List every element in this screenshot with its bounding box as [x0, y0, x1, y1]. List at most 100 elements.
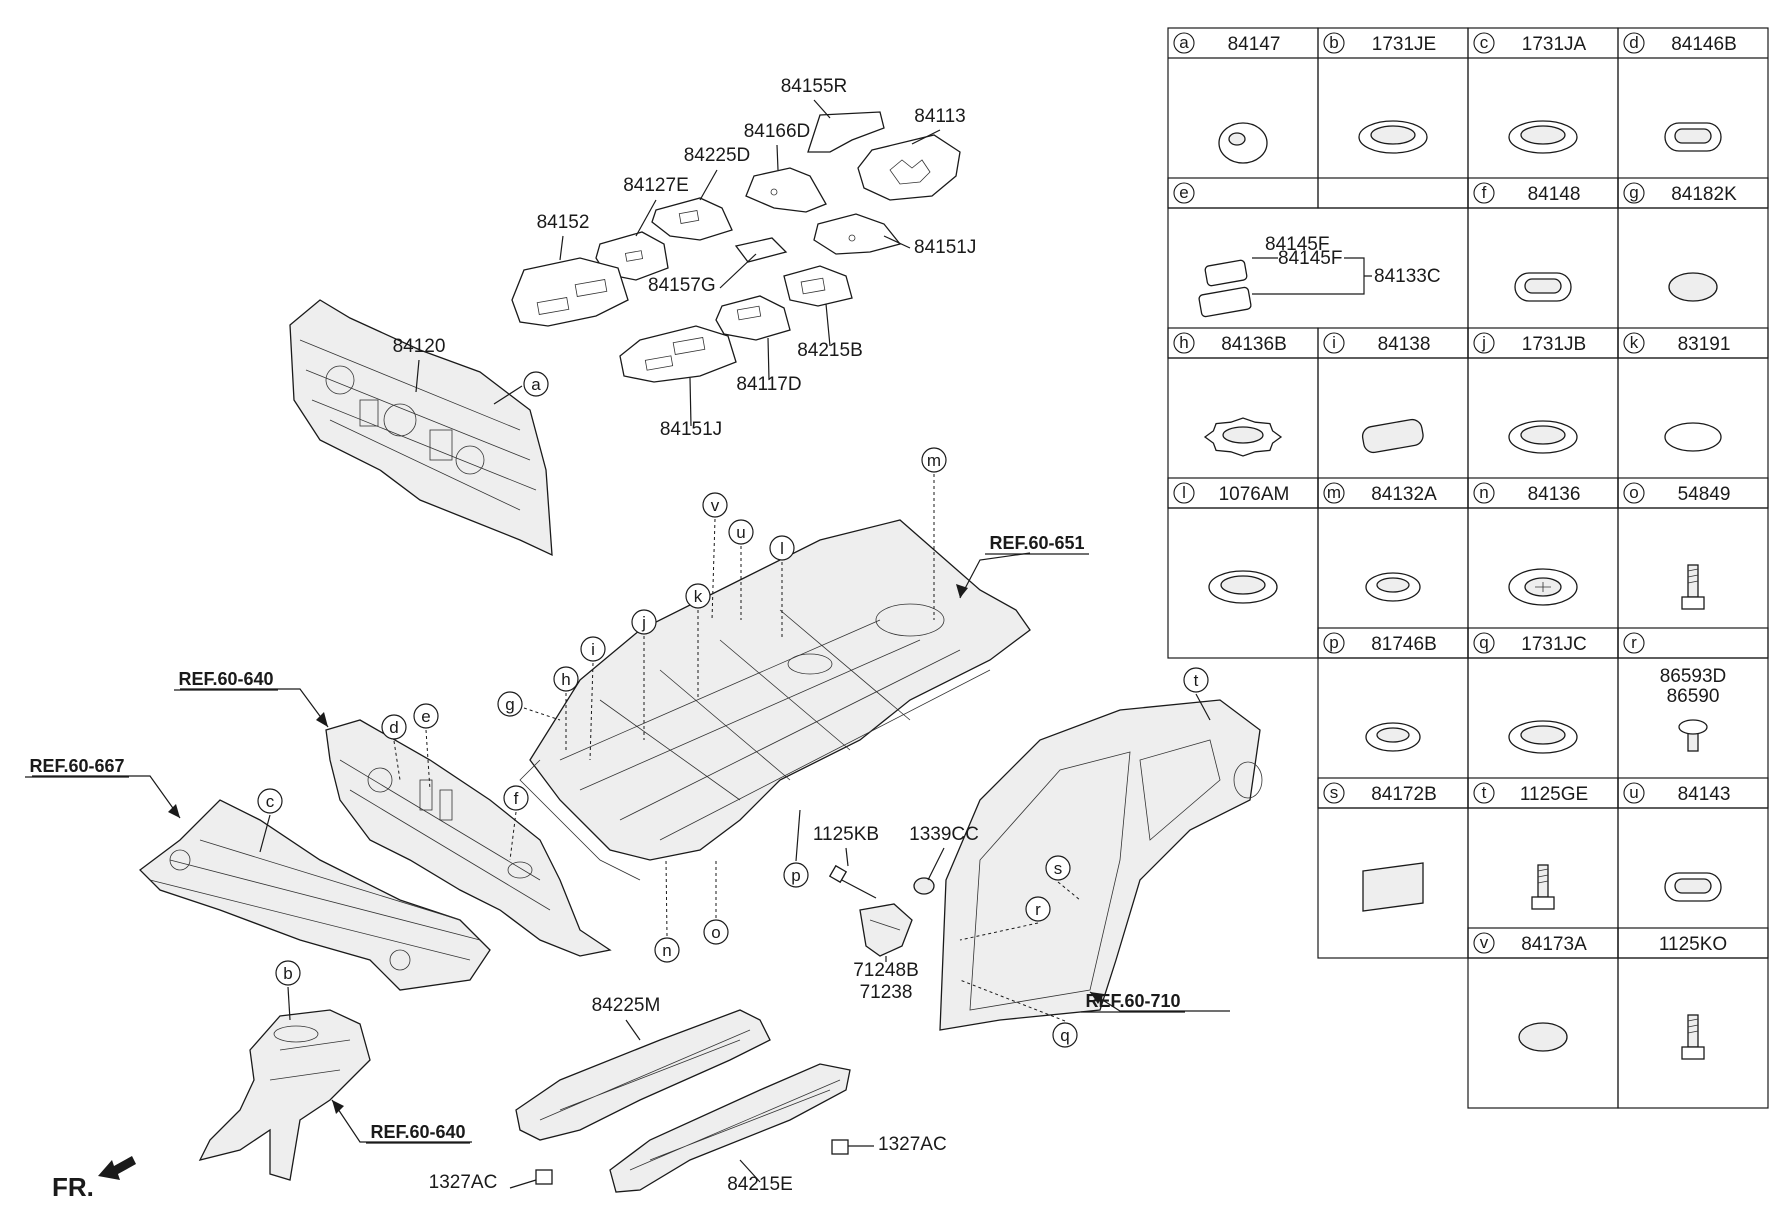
cell-callout-circle	[1473, 32, 1495, 54]
part-label-84166d: 84166D	[744, 121, 811, 142]
callout-letter: s	[1054, 859, 1063, 878]
cell-callout-letter: o	[1629, 483, 1638, 502]
pad-leaders	[559, 99, 941, 427]
callout-letter: e	[421, 707, 430, 726]
callout-circle	[1045, 855, 1071, 881]
cell-part-number: 1731JB	[1522, 334, 1586, 355]
cell-part-number: 84172B	[1371, 784, 1437, 805]
table-cell-r: r	[1617, 627, 1769, 809]
bolt-thread	[1687, 568, 1699, 584]
cell-part-number: 1731JE	[1372, 34, 1436, 55]
callout-circle	[413, 703, 439, 729]
callout-circle	[685, 583, 711, 609]
callout-circle	[654, 937, 680, 963]
callout-circle	[497, 691, 523, 717]
part-label-86590: 86590	[1667, 686, 1720, 707]
callout-letter: l	[780, 539, 784, 558]
callout-c: c	[257, 788, 283, 814]
cell-part-number: 84143	[1678, 784, 1731, 805]
cell-part-number: 1731JC	[1521, 634, 1587, 655]
cell-callout-circle	[1473, 482, 1495, 504]
callout-p: p	[783, 862, 809, 888]
part-labels: 84155R8411384166D84225D84127E8415284151J…	[393, 76, 1330, 1195]
callout-letter: i	[591, 640, 595, 659]
callout-letter: f	[514, 789, 519, 808]
callout-letter: c	[266, 792, 275, 811]
sheet-icon	[1362, 862, 1424, 912]
cell-callout-letter: t	[1482, 783, 1487, 802]
cell-border	[1467, 27, 1619, 209]
callout-letter: g	[505, 695, 514, 714]
cell-border	[1617, 27, 1769, 209]
part-label-71248b: 71248B	[853, 960, 919, 981]
reference-label: REF.60-667	[29, 756, 124, 776]
plug-ring-icon	[1664, 422, 1722, 452]
cell-callout-circle	[1623, 782, 1645, 804]
cell-callout-circle	[1173, 482, 1195, 504]
cell-border	[1617, 327, 1769, 509]
callout-circle	[702, 492, 728, 518]
cell-callout-circle	[1323, 782, 1345, 804]
grommet-inner	[1674, 128, 1712, 144]
part-label-71238: 71238	[860, 982, 913, 1003]
cell-callout-circle	[1623, 332, 1645, 354]
cell-callout-circle	[1173, 32, 1195, 54]
part-label-84155r: 84155R	[781, 76, 848, 97]
cell-part-number: 84148	[1528, 184, 1581, 205]
cell-border	[1617, 177, 1769, 359]
cell-part-number: 84147	[1228, 34, 1281, 55]
cell-callout-circle	[1473, 932, 1495, 954]
bolt-thread	[1687, 1018, 1699, 1034]
underbody-covers	[509, 1009, 874, 1193]
cell-part-number: 84136B	[1221, 334, 1287, 355]
plug-disc-icon	[1518, 1022, 1568, 1052]
callout-letter: k	[694, 587, 703, 606]
callout-q: q	[1052, 1022, 1078, 1048]
grommet-inner	[1376, 727, 1410, 743]
reference-label: REF.60-710	[1085, 991, 1180, 1011]
cell-border	[1317, 477, 1469, 659]
cell-callout-letter: c	[1480, 33, 1489, 52]
bolt-head	[1531, 896, 1555, 910]
callout-g: g	[497, 691, 523, 717]
cell-callout-letter: e	[1179, 183, 1188, 202]
part-label-1327ac_l: 1327AC	[429, 1172, 498, 1193]
cell-border	[1617, 927, 1769, 1109]
cell-border	[1317, 27, 1469, 209]
grommet-inner	[1520, 725, 1566, 745]
cell-callout-letter: d	[1629, 33, 1638, 52]
plug-disc-icon	[1668, 272, 1718, 302]
pad-icon	[1198, 286, 1252, 318]
cell-callout-circle	[1473, 632, 1495, 654]
table-cell-extra: 1125KO	[1617, 927, 1769, 1109]
cell-border	[1617, 627, 1769, 809]
part-label-84133c: 84133C	[1374, 266, 1441, 287]
callout-circle	[921, 447, 947, 473]
cell-border	[1617, 777, 1769, 959]
callout-r: r	[1025, 896, 1051, 922]
grommet-inner	[1674, 878, 1712, 894]
grommet-inner	[1524, 278, 1562, 294]
front-direction-arrow	[98, 1156, 136, 1180]
grommet-inner	[1222, 426, 1264, 444]
cell-callout-circle	[1623, 32, 1645, 54]
cell-border	[1167, 27, 1319, 209]
callout-circle	[257, 788, 283, 814]
cell-border	[1467, 627, 1619, 809]
stud-hole	[1228, 132, 1246, 146]
callout-letter: v	[711, 496, 720, 515]
cowl-panel	[325, 719, 612, 957]
callout-letter: b	[283, 964, 292, 983]
